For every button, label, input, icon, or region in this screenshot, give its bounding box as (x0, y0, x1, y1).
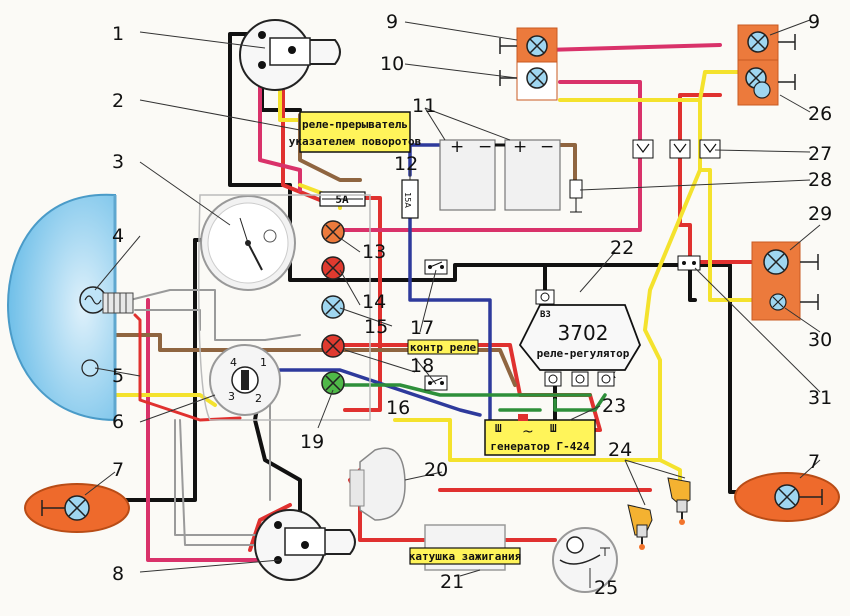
handlebar-switch-bottom (254, 509, 356, 581)
lamp-9-right (737, 24, 796, 61)
callout-9-left: 9 (386, 11, 398, 33)
relay-label-line2: указателем поворотов (289, 135, 421, 148)
instrument-panel-outline (198, 194, 371, 421)
handlebar-switch-top (239, 19, 341, 91)
callout-25: 25 (594, 577, 618, 599)
callout-16: 16 (386, 397, 410, 419)
regulator-code: 3702 (558, 321, 609, 345)
ignition-coil: катушка зажигания (409, 524, 522, 571)
horn (349, 447, 406, 521)
spark-plugs (627, 477, 691, 550)
callout-19: 19 (300, 431, 324, 453)
gen-sh-right: Ш (550, 422, 557, 435)
gen-sh-left: Ш (495, 422, 502, 435)
battery-left-minus: − (478, 137, 492, 157)
breaker (552, 527, 618, 593)
switch-terminal-4: 4 (230, 356, 237, 369)
generator-name: генератор Г-424 (490, 440, 590, 453)
callout-18: 18 (410, 355, 434, 377)
fuse-15a-label: 15А (403, 192, 412, 208)
ignition-switch: 1 2 3 4 (209, 344, 281, 416)
wires-green (343, 383, 607, 412)
callout-4: 4 (112, 225, 124, 247)
regulator-name: реле-регулятор (537, 347, 630, 360)
turn-signal-relay: реле-прерыватель указателем поворотов (289, 111, 421, 153)
reg-b3: В3 (540, 310, 551, 320)
callout-10: 10 (380, 53, 404, 75)
wires-blue (278, 143, 492, 422)
callout-24: 24 (608, 439, 632, 461)
turn-lamp-left (24, 483, 130, 533)
callout-1: 1 (112, 23, 124, 45)
callout-14: 14 (362, 291, 386, 313)
callout-numbers: 1 2 3 4 5 6 7 8 9 10 11 12 13 14 15 16 1… (112, 11, 832, 599)
switch-terminal-3: 3 (228, 390, 235, 403)
callout-9-right: 9 (808, 11, 820, 33)
callout-29: 29 (808, 203, 832, 225)
wires-gray (129, 289, 301, 546)
brake-switch (677, 255, 701, 271)
switch-17 (424, 259, 448, 275)
lamp-9-left (499, 27, 558, 67)
lamp-26 (737, 59, 796, 106)
speedometer (200, 195, 296, 291)
fuse-15a: 15А (401, 179, 419, 219)
callout-23: 23 (602, 395, 626, 417)
callout-8: 8 (112, 563, 124, 585)
callout-21: 21 (440, 571, 464, 593)
callout-6: 6 (112, 411, 124, 433)
battery-switch (569, 179, 583, 213)
panel-lamps (321, 220, 345, 395)
fuse-5a-label: 5А (335, 193, 349, 206)
voltage-regulator: В3 3702 реле-регулятор Ш + ЛК (518, 289, 641, 387)
callout-3: 3 (112, 151, 124, 173)
callout-17: 17 (410, 317, 434, 339)
parking-bulb-icon (81, 359, 99, 377)
gen-ac: ~ (522, 424, 534, 440)
callout-28: 28 (808, 169, 832, 191)
callout-7-right: 7 (808, 451, 820, 473)
switch-terminal-1: 1 (260, 356, 267, 369)
fuse-5a: 5А (319, 191, 366, 207)
callout-7-left: 7 (112, 459, 124, 481)
callout-27: 27 (808, 143, 832, 165)
battery-right: + − (504, 137, 561, 211)
callout-31: 31 (808, 387, 832, 409)
generator: Ш ~ Ш генератор Г-424 (484, 414, 596, 456)
callout-13: 13 (362, 241, 386, 263)
switch-18 (424, 375, 448, 391)
callout-15: 15 (364, 316, 388, 338)
callout-30: 30 (808, 329, 832, 351)
callout-leaders (84, 19, 821, 588)
callout-12: 12 (394, 153, 418, 175)
battery-right-plus: + (513, 137, 527, 157)
wires-black (113, 32, 762, 522)
switch-terminal-2: 2 (255, 392, 262, 405)
callout-5: 5 (112, 365, 124, 387)
callout-26: 26 (808, 103, 832, 125)
turn-lamp-right (734, 472, 840, 522)
control-relay-label: контр реле (407, 339, 479, 355)
coil-label: катушка зажигания (409, 550, 522, 563)
battery-left-plus: + (450, 137, 464, 157)
contr-rele-text: контр реле (410, 341, 477, 354)
battery-right-minus: − (540, 137, 554, 157)
headlight (6, 193, 134, 422)
callout-20: 20 (424, 459, 448, 481)
lamp-10 (499, 61, 558, 101)
diodes (632, 139, 721, 159)
relay-label-line1: реле-прерыватель (302, 118, 408, 131)
lamp-29-30 (751, 241, 819, 321)
callout-2: 2 (112, 90, 124, 112)
battery-left: + − (439, 137, 496, 211)
callout-11: 11 (412, 95, 436, 117)
callout-22: 22 (610, 237, 634, 259)
